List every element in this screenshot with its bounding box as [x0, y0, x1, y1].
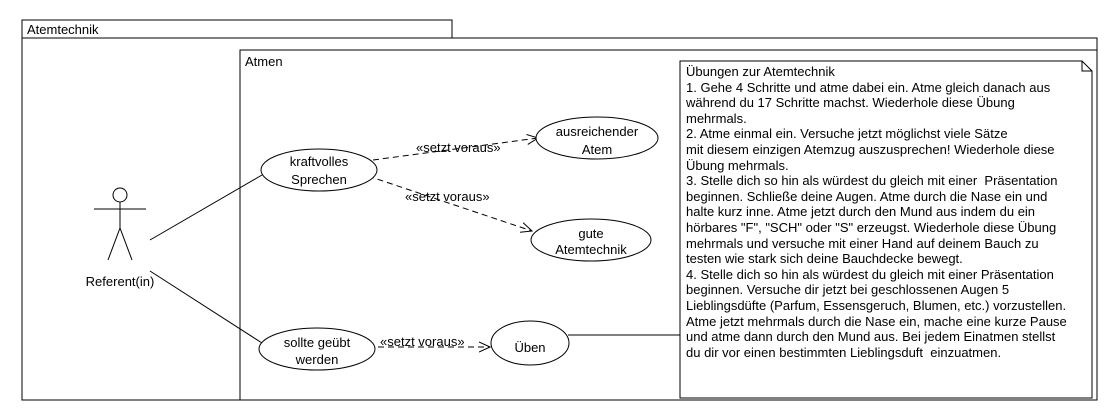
- actor-stick-figure-icon[interactable]: [94, 187, 146, 261]
- use-case-sollte-geuebt-werden[interactable]: sollte geübt werden: [258, 327, 376, 371]
- note-line: beginnen. Schließe deine Augen. Atme dur…: [686, 188, 1048, 204]
- actor-label: Referent(in): [86, 274, 155, 289]
- svg-text:werden: werden: [295, 352, 339, 367]
- use-case-kraftvolles-sprechen[interactable]: kraftvolles Sprechen: [260, 148, 378, 192]
- note-line: mehrmals.: [686, 110, 747, 126]
- note-line: Übung mehrmals.: [686, 157, 789, 173]
- note-box: [679, 60, 1093, 399]
- dependency-label-1: «setzt voraus»: [416, 140, 501, 155]
- svg-text:Atemtechnik: Atemtechnik: [555, 242, 627, 257]
- svg-text:Üben: Üben: [514, 340, 545, 355]
- use-case-ausreichender-atem[interactable]: ausreichender Atem: [535, 116, 659, 160]
- note-line: Lieblingsdüfte (Parfum, Essensgeruch, Bl…: [686, 297, 1067, 313]
- note-line: 3. Stelle dich so hin als würdest du gle…: [686, 173, 1058, 189]
- note-line: mehrmals und versuche mit einer Hand auf…: [686, 235, 1039, 251]
- svg-text:Atem: Atem: [582, 142, 612, 157]
- note-text: Übungen zur Atemtechnik 1. Gehe 4 Schrit…: [686, 64, 1086, 360]
- use-case-gute-atemtechnik[interactable]: gute Atemtechnik: [530, 218, 652, 262]
- svg-text:Sprechen: Sprechen: [291, 172, 347, 187]
- association-kraftvoll: [149, 174, 263, 241]
- use-case-ueben[interactable]: Üben: [490, 320, 570, 366]
- dependency-arrow-1: [372, 138, 538, 161]
- note-line: halte kurz inne. Atme jetzt durch den Mu…: [686, 204, 1036, 220]
- note-line: testen wie stark sich deine Bauchdecke b…: [686, 251, 963, 267]
- svg-text:gute: gute: [578, 226, 603, 241]
- note-line: 2. Atme einmal ein. Versuche jetzt mögli…: [686, 126, 1008, 142]
- note-line: du dir vor einen bestimmten Lieblingsduf…: [686, 344, 1002, 360]
- note-line: und atme dann durch den Mund aus. Bei je…: [686, 329, 1056, 345]
- dependency-label-2: «setzt voraus»: [405, 189, 490, 204]
- dependency-arrow-2: [367, 175, 532, 231]
- note-line: während du 17 Schritte machst. Wiederhol…: [686, 95, 1015, 111]
- dependency-label-3: «setzt voraus»: [380, 334, 465, 349]
- note-line: 4. Stelle dich so hin als würdest du gle…: [686, 266, 1054, 282]
- package-title: Atemtechnik: [27, 22, 99, 37]
- svg-text:kraftvolles: kraftvolles: [290, 154, 349, 169]
- note-line: 1. Gehe 4 Schritte und atme dabei ein. A…: [686, 79, 1051, 95]
- association-sollte: [149, 270, 263, 344]
- note-line: beginnen. Versuche dir jetzt bei geschlo…: [686, 282, 1010, 298]
- system-title: Atmen: [245, 54, 283, 69]
- note-line: Atme jetzt mehrmals durch die Nase ein, …: [686, 313, 1067, 329]
- note-line: Übungen zur Atemtechnik: [686, 64, 835, 79]
- note-line: hörbares "F", "SCH" oder "S" erzeugst. W…: [686, 219, 1057, 235]
- note-line: mit diesem einzigen Atemzug auszuspreche…: [686, 141, 1055, 157]
- svg-text:ausreichender: ausreichender: [556, 124, 639, 139]
- svg-text:sollte geübt: sollte geübt: [284, 335, 351, 350]
